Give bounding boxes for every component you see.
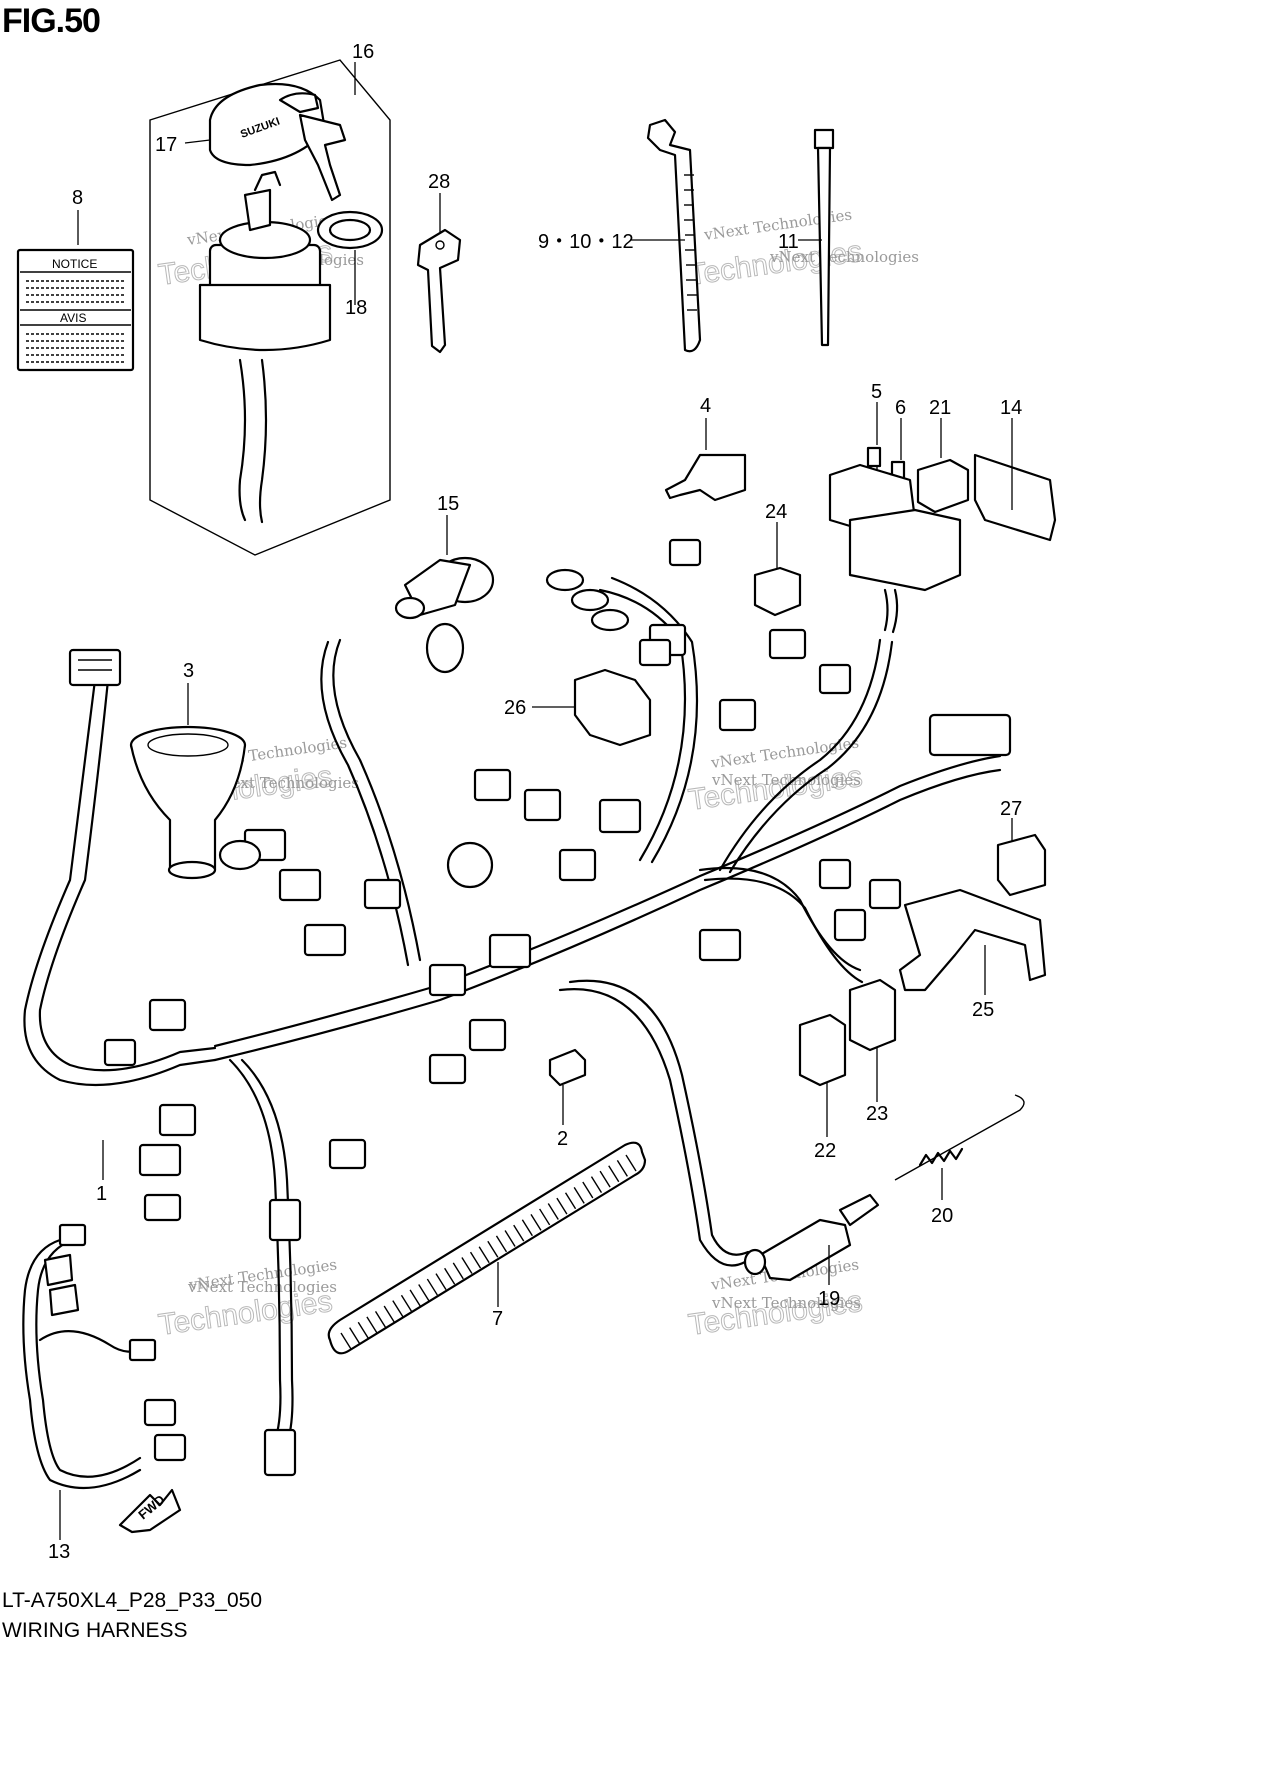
connector-part (753, 566, 802, 617)
callout-18: 18 (345, 297, 367, 319)
callout-28: 28 (428, 171, 450, 193)
boot-cover-part (664, 453, 747, 502)
spring-part (894, 1094, 1025, 1181)
main-harness (23, 538, 1012, 1477)
fuse-box (828, 463, 962, 634)
callout-numbers: 16 17 8 28 18 9・10・12 11 4 5 6 21 14 15 … (48, 41, 1022, 1563)
callout-25: 25 (972, 999, 994, 1021)
callout-9-10-12: 9・10・12 (538, 231, 634, 253)
leader-lines (59, 62, 1013, 1540)
corrugated-tube-part (327, 1141, 647, 1355)
plate-part (898, 888, 1047, 992)
avis-text: AVIS (60, 311, 86, 325)
callout-14: 14 (1000, 397, 1022, 419)
brake-switch-part (743, 1193, 880, 1282)
relay-box-part (573, 668, 652, 747)
callout-8: 8 (72, 187, 83, 209)
relay-part (916, 458, 970, 514)
accessory-socket (394, 556, 495, 674)
key-part (416, 228, 462, 354)
connectors-22-23 (798, 978, 897, 1087)
notice-label-part: NOTICE AVIS (16, 248, 135, 372)
callout-22: 22 (814, 1140, 836, 1162)
callout-4: 4 (700, 395, 711, 417)
callout-26: 26 (504, 697, 526, 719)
callout-27: 27 (1000, 798, 1022, 820)
callout-2: 2 (557, 1128, 568, 1150)
callout-21: 21 (929, 397, 951, 419)
callout-11: 11 (778, 231, 799, 253)
callout-13: 13 (48, 1541, 70, 1563)
connector-27-part (996, 833, 1047, 897)
callout-17: 17 (155, 134, 177, 156)
connector-2-part (548, 1048, 587, 1087)
callout-1: 1 (96, 1183, 107, 1205)
watermarks: Technologies vNext Technologies vNext Te… (156, 205, 919, 1342)
callout-19: 19 (818, 1288, 840, 1310)
callout-16: 16 (352, 41, 374, 63)
watermark-small: vNext Technologies (711, 771, 861, 789)
callout-3: 3 (183, 660, 194, 682)
callout-15: 15 (437, 493, 459, 515)
ignition-switch-assembly: SUZUKI (149, 59, 391, 556)
callout-6: 6 (895, 397, 906, 419)
model-code: LT-A750XL4_P28_P33_050 (2, 1589, 262, 1612)
callout-24: 24 (765, 501, 787, 523)
watermark-small: vNext Technologies (711, 1294, 861, 1312)
figure-title: FIG.50 (2, 2, 101, 40)
callout-23: 23 (866, 1103, 888, 1125)
watermark-small: vNext Technologies (187, 1278, 337, 1296)
bracket-part (973, 453, 1057, 542)
watermark-small: vNext Technologies (769, 248, 919, 266)
section-title: WIRING HARNESS (2, 1619, 188, 1642)
cable-ties (646, 118, 835, 353)
sub-harness-13: FWD (22, 1223, 187, 1534)
watermark-small: vNext Technologies (209, 774, 359, 792)
callout-7: 7 (492, 1308, 503, 1330)
callout-5: 5 (871, 381, 882, 403)
grommet-part (129, 725, 247, 880)
notice-text: NOTICE (52, 257, 97, 271)
callout-20: 20 (931, 1205, 953, 1227)
